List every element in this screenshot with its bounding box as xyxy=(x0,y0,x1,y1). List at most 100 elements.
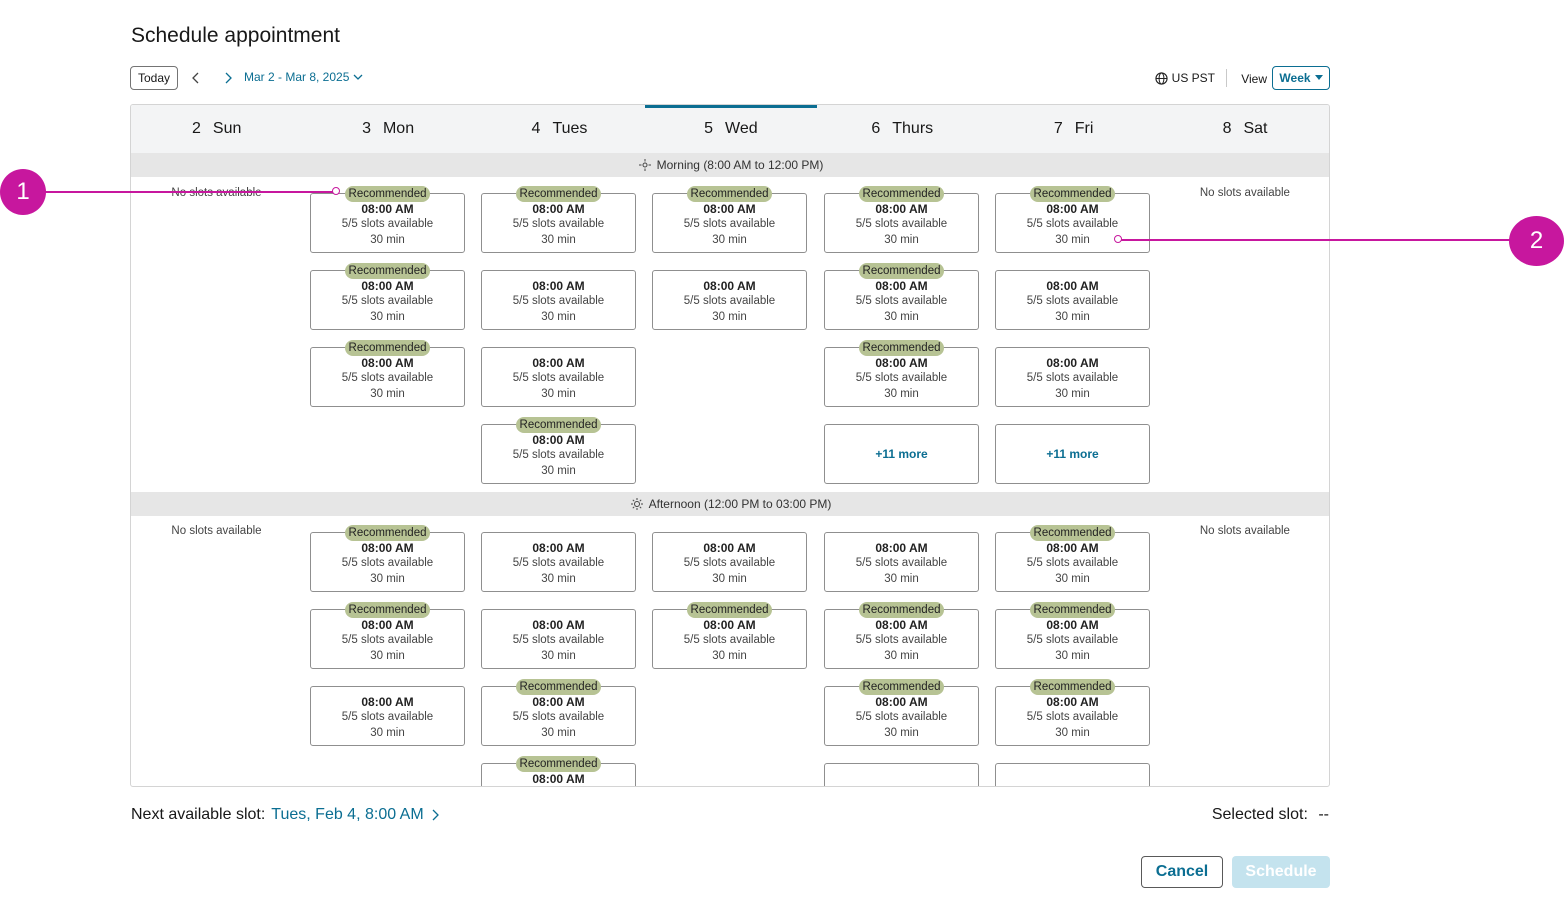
slot-duration: 30 min xyxy=(541,234,576,246)
today-button[interactable]: Today xyxy=(130,66,178,90)
slot-duration: 30 min xyxy=(1055,650,1090,662)
slot-availability: 5/5 slots available xyxy=(855,372,948,384)
slot-availability: 5/5 slots available xyxy=(341,634,434,646)
slot-duration: 30 min xyxy=(884,727,919,739)
slot-time: 08:00 AM xyxy=(1046,618,1099,632)
slot-availability: 5/5 slots available xyxy=(341,295,434,307)
slot-duration: 30 min xyxy=(1055,234,1090,246)
timezone-label: US PST xyxy=(1171,71,1215,85)
slot-availability: 5/5 slots available xyxy=(855,295,948,307)
no-slots-message: No slots available xyxy=(1199,525,1290,537)
timezone-selector[interactable]: US PST xyxy=(1155,71,1215,85)
recommended-badge: Recommended xyxy=(686,602,773,618)
globe-icon xyxy=(1155,71,1168,85)
chevron-right-icon[interactable] xyxy=(430,808,440,822)
slot-duration: 30 min xyxy=(884,650,919,662)
day-name: Wed xyxy=(725,120,758,137)
previous-week-button[interactable] xyxy=(186,66,206,90)
slot-availability: 5/5 slots available xyxy=(1026,557,1119,569)
slot-duration: 30 min xyxy=(541,727,576,739)
slot-time: 08:00 AM xyxy=(361,356,414,370)
slot-duration: 30 min xyxy=(712,234,747,246)
cancel-button[interactable]: Cancel xyxy=(1141,856,1223,888)
more-slots-button[interactable]: +11 more xyxy=(995,424,1150,484)
day-name: Tues xyxy=(552,120,588,137)
slot-duration: 30 min xyxy=(1055,727,1090,739)
slot-time: 08:00 AM xyxy=(875,202,928,216)
page-title: Schedule appointment xyxy=(131,24,340,47)
view-value: Week xyxy=(1279,71,1311,85)
slot-time: 08:00 AM xyxy=(361,541,414,555)
schedule-button[interactable]: Schedule xyxy=(1232,856,1330,888)
slot-availability: 5/5 slots available xyxy=(512,711,605,723)
selected-slot-value: -- xyxy=(1318,806,1329,823)
afternoon-label: Afternoon (12:00 PM to 03:00 PM) xyxy=(648,497,832,511)
recommended-badge: Recommended xyxy=(858,679,945,695)
no-slots-message: No slots available xyxy=(1199,187,1290,199)
slot-time: 08:00 AM xyxy=(361,202,414,216)
recommended-badge: Recommended xyxy=(1029,679,1116,695)
day-number: 8 xyxy=(1222,120,1232,137)
more-slots-button[interactable]: +11 more xyxy=(824,424,979,484)
slot-card-partial[interactable] xyxy=(995,763,1150,786)
slot-duration: 30 min xyxy=(884,234,919,246)
date-range-label: Mar 2 - Mar 8, 2025 xyxy=(244,70,350,84)
view-select[interactable]: Week xyxy=(1272,66,1330,90)
next-slot-link[interactable]: Tues, Feb 4, 8:00 AM xyxy=(271,806,424,823)
slot-time: 08:00 AM xyxy=(1046,279,1099,293)
slot-time: 08:00 AM xyxy=(875,695,928,709)
slot-duration: 30 min xyxy=(541,311,576,323)
slot-card-partial[interactable] xyxy=(824,763,979,786)
callout-1-badge: 1 xyxy=(0,169,46,215)
chevron-left-icon xyxy=(192,72,199,84)
next-week-button[interactable] xyxy=(218,66,238,90)
slot-time: 08:00 AM xyxy=(703,618,756,632)
morning-section-header: Morning (8:00 AM to 12:00 PM) xyxy=(131,153,1329,177)
recommended-badge: Recommended xyxy=(858,263,945,279)
slot-availability: 5/5 slots available xyxy=(512,218,605,230)
day-name: Mon xyxy=(382,120,415,137)
slot-availability: 5/5 slots available xyxy=(1026,218,1119,230)
date-range-dropdown[interactable]: Mar 2 - Mar 8, 2025 xyxy=(244,70,363,84)
recommended-badge: Recommended xyxy=(344,340,431,356)
recommended-badge: Recommended xyxy=(344,263,431,279)
